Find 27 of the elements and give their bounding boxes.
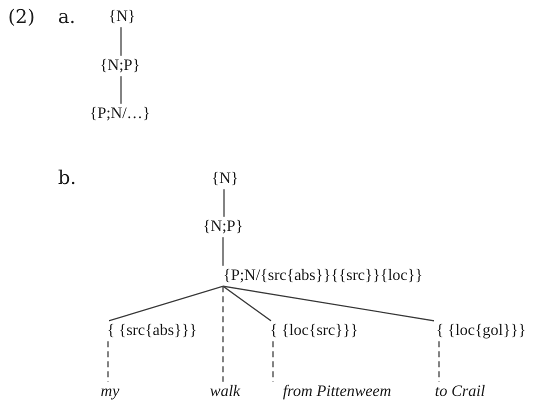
example-label: b. xyxy=(58,167,76,189)
category-label: {P;N/…} xyxy=(90,104,150,124)
example-label: (2) xyxy=(8,6,35,28)
word-label: my xyxy=(100,382,120,402)
dashed-line xyxy=(438,341,440,382)
dashed-line xyxy=(222,286,224,382)
word-label: walk xyxy=(210,382,240,402)
tree-line xyxy=(120,27,122,56)
tree-line xyxy=(120,76,122,104)
category-label: {N} xyxy=(212,170,238,188)
dashed-line xyxy=(107,341,109,382)
category-label: {P;N/{src{abs}}{{src}}{loc}} xyxy=(223,266,423,286)
category-label: {N} xyxy=(108,8,136,26)
word-label: from Pittenweem xyxy=(282,382,392,402)
tree-line xyxy=(222,237,224,266)
tree-line xyxy=(222,286,272,322)
category-label: {N;P} xyxy=(202,218,244,236)
category-label: { {loc{src}}} xyxy=(270,322,358,340)
tree-line xyxy=(108,286,224,322)
dashed-line xyxy=(272,341,274,382)
category-label: {N;P} xyxy=(100,56,140,76)
example-label: a. xyxy=(58,6,76,28)
word-label: to Crail xyxy=(434,382,486,402)
tree-line xyxy=(223,189,225,217)
category-label: { {src{abs}}} xyxy=(106,322,198,340)
tree-line xyxy=(222,286,434,322)
category-label: { {loc{gol}}} xyxy=(436,322,526,340)
